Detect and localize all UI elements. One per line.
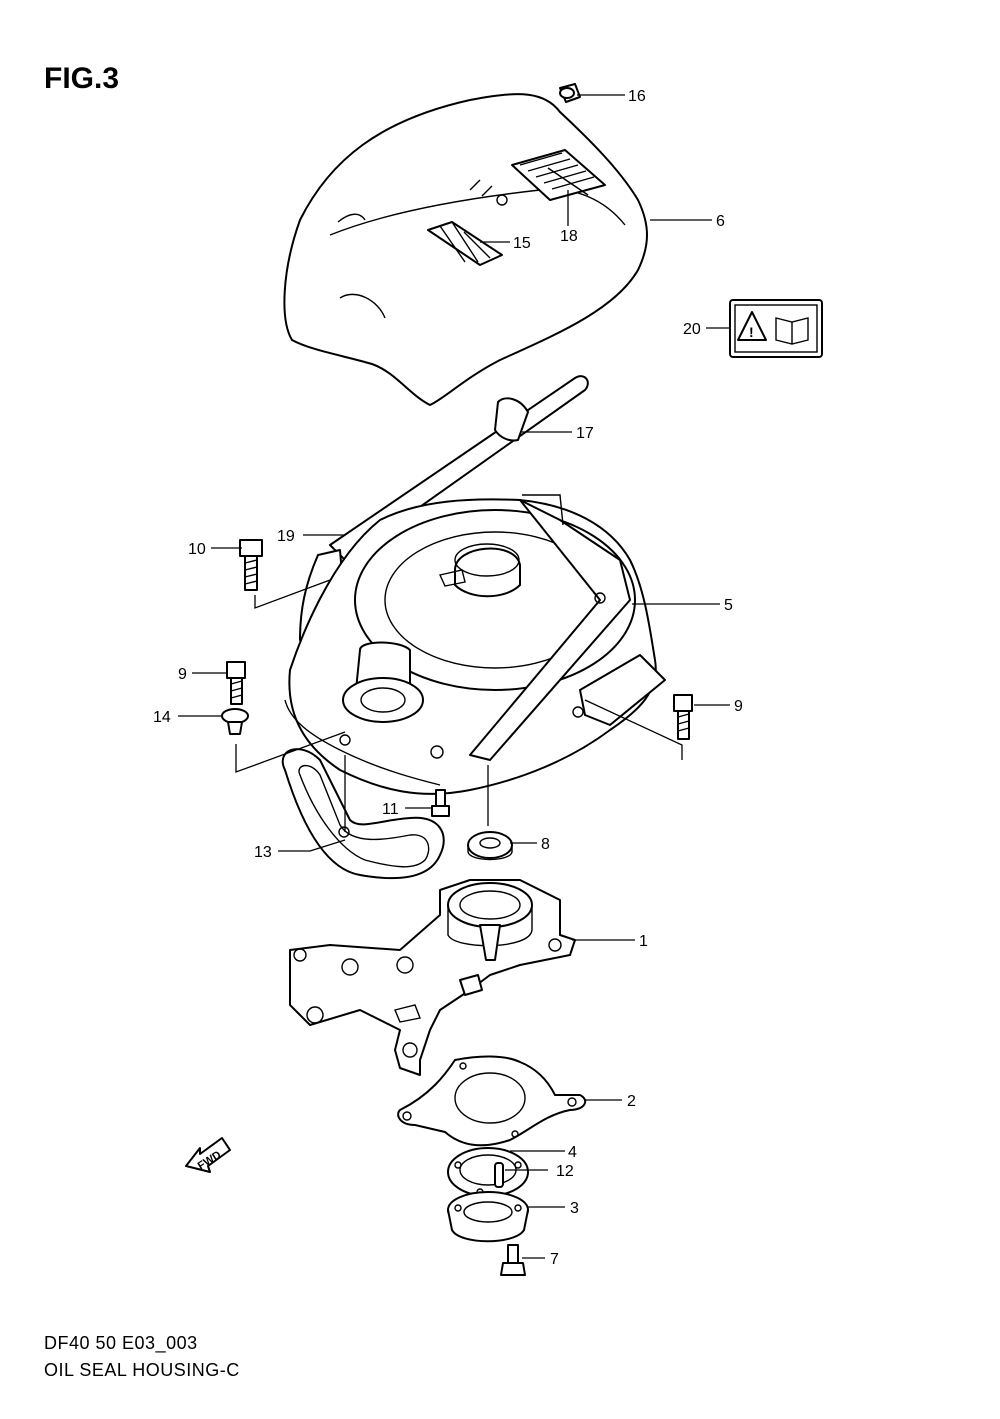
callout-15: 15 — [513, 235, 531, 252]
callout-17: 17 — [576, 425, 594, 442]
callout-18: 18 — [560, 228, 578, 245]
part-13-gasket — [281, 748, 445, 880]
part-14-washer — [221, 708, 249, 735]
fwd-arrow-icon: FWD — [185, 1137, 231, 1173]
callout-labels: 16 6 18 15 20 17 19 10 5 9 14 9 11 8 13 … — [153, 88, 743, 1268]
callout-13: 13 — [254, 844, 272, 861]
callout-10: 10 — [188, 541, 206, 558]
callout-20: 20 — [683, 321, 701, 338]
callout-7: 7 — [550, 1251, 559, 1268]
part-12-pin — [494, 1162, 504, 1188]
callout-1: 1 — [639, 933, 648, 950]
part-3-seal-housing — [447, 1191, 529, 1243]
figure-title: FIG.3 — [44, 62, 120, 95]
part-11-screw — [431, 789, 450, 817]
part-9-bolt-left — [226, 661, 246, 705]
callout-2: 2 — [627, 1093, 636, 1110]
callout-14: 14 — [153, 709, 171, 726]
model-code: DF40 50 E03_003 — [44, 1333, 198, 1353]
callout-11: 11 — [382, 801, 399, 818]
callout-12: 12 — [556, 1163, 574, 1180]
callout-9-right: 9 — [734, 698, 743, 715]
part-16-grommet — [559, 83, 581, 103]
warning-icon: ! — [749, 324, 754, 340]
part-10-bolt — [239, 539, 263, 591]
part-20-warning-label: ! — [729, 299, 823, 358]
callout-16: 16 — [628, 88, 646, 105]
section-name: OIL SEAL HOUSING-C — [44, 1360, 240, 1380]
callout-8: 8 — [541, 836, 550, 853]
part-1-oil-seal-housing — [289, 879, 576, 1076]
part-8-seal — [467, 831, 513, 861]
callout-3: 3 — [570, 1200, 579, 1217]
assembly-lines — [235, 579, 683, 832]
part-9-bolt-right — [673, 694, 693, 740]
callout-9-left: 9 — [178, 666, 187, 683]
callout-5: 5 — [724, 597, 733, 614]
part-7-bolt — [500, 1244, 526, 1276]
part-2-gasket-plate — [397, 1055, 587, 1147]
part-6-cover — [283, 93, 648, 406]
callout-6: 6 — [716, 213, 725, 230]
callout-19: 19 — [277, 528, 295, 545]
part-4-gasket-ring — [447, 1147, 529, 1197]
callout-4: 4 — [568, 1144, 577, 1161]
part-5-housing — [284, 494, 666, 795]
leader-lines — [178, 94, 730, 1259]
